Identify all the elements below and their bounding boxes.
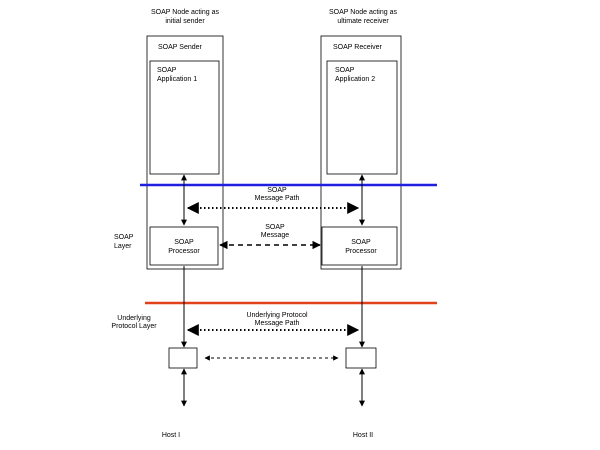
soap-sender-title: SOAP Sender <box>158 44 203 51</box>
soap-processor-1-label-line1: SOAP <box>174 239 194 246</box>
application-1-label-line1: SOAP <box>157 67 177 74</box>
sender-caption-line1: SOAP Node acting as <box>151 9 219 16</box>
soap-receiver-title: SOAP Receiver <box>333 44 383 51</box>
soap-sender-box <box>146 35 224 270</box>
receiver-caption-line2: ultimate receiver <box>337 18 389 25</box>
application-1-label-line2: Application 1 <box>157 76 197 83</box>
protocol-path-label-line2: Message Path <box>255 320 300 327</box>
host-1-label: Host I <box>162 432 180 439</box>
soap-layer-label-line2: Layer <box>114 243 132 250</box>
soap-processor-1-box <box>149 226 219 266</box>
soap-message-label-line2: Message <box>261 232 290 239</box>
soap-processor-2-label-line2: Processor <box>345 248 377 255</box>
soap-receiver-box <box>320 35 402 270</box>
soap-message-path-label-line2: Message Path <box>255 195 300 202</box>
soap-message-path-label-line1: SOAP <box>267 187 287 194</box>
sender-caption-line2: initial sender <box>165 18 205 25</box>
protocol-layer-label-line2: Protocol Layer <box>111 323 157 330</box>
soap-message-label-line1: SOAP <box>265 224 285 231</box>
application-2-box <box>326 60 398 175</box>
application-2-label-line2: Application 2 <box>335 76 375 83</box>
protocol-path-label-line1: Underlying Protocol <box>246 312 308 319</box>
soap-processor-2-label-line1: SOAP <box>351 239 371 246</box>
host-2-box <box>345 347 377 369</box>
application-1-box <box>149 60 220 175</box>
host-1-box <box>168 347 198 369</box>
host-2-label: Host II <box>353 432 373 439</box>
soap-layer-label-line1: SOAP <box>114 234 134 241</box>
soap-processor-1-label-line2: Processor <box>168 248 200 255</box>
protocol-layer-label-line1: Underlying <box>117 315 151 322</box>
application-2-label-line1: SOAP <box>335 67 355 74</box>
soap-processor-2-box <box>321 226 398 266</box>
receiver-caption-line1: SOAP Node acting as <box>329 9 397 16</box>
